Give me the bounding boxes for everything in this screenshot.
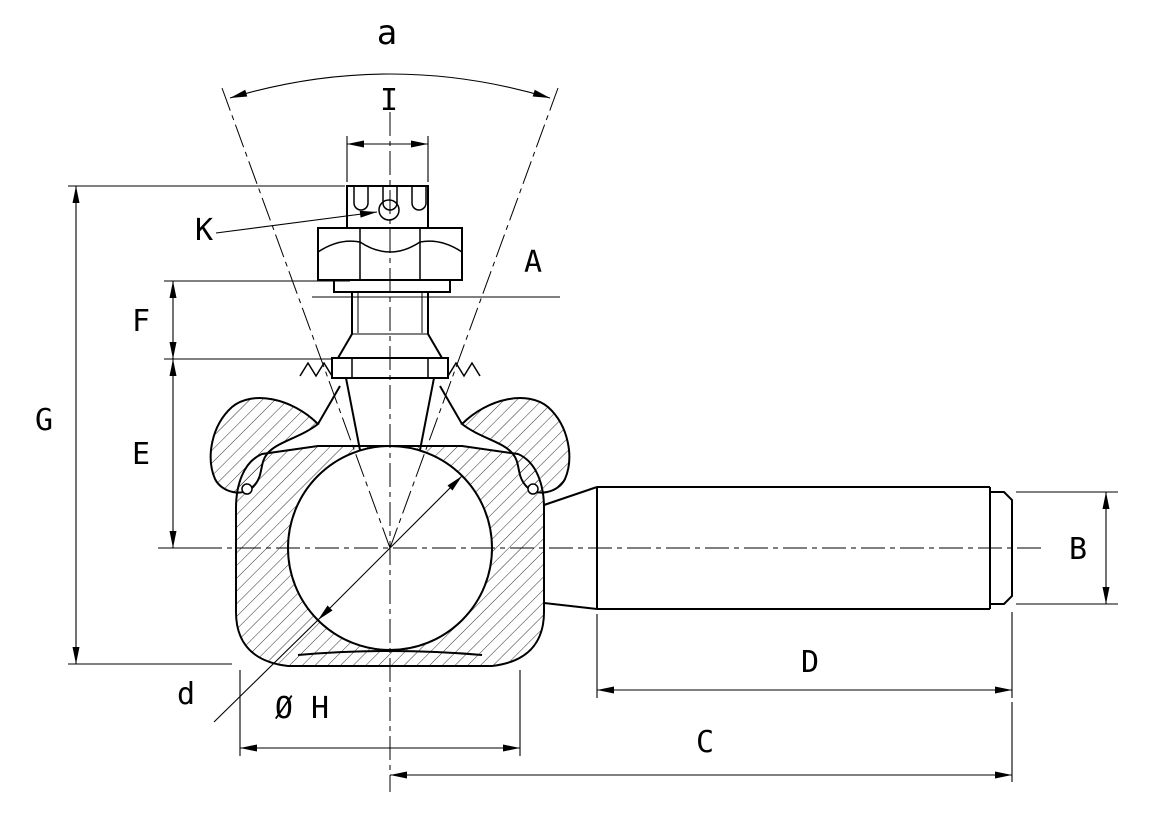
rod-threaded-tip: [990, 491, 1013, 605]
socket-taper-left: [345, 377, 361, 451]
boot-clamp-right: [439, 385, 463, 425]
snap-ring-right: [527, 483, 539, 495]
rod-neck-bottom: [543, 602, 598, 610]
dimension-lines: [68, 73, 1118, 782]
castle-slot-right: [411, 186, 427, 211]
dimension-labels: a I K A F G E B D C d Ø H: [35, 13, 1087, 760]
castle-slot-left: [353, 186, 369, 211]
cotter-pin-hole: [378, 199, 400, 221]
castle-crown-outline: [346, 185, 429, 229]
boot-lobe-right: [460, 397, 571, 494]
leader-K: [215, 210, 378, 234]
dim-label-thread-diameter: B: [1069, 532, 1087, 567]
dim-angle-a-arc: [229, 73, 551, 99]
retainer-zigzag-right: [447, 361, 481, 378]
dim-label-cone-angle: a: [377, 13, 397, 53]
dust-boot: [209, 385, 571, 495]
socket-taper-right: [419, 377, 435, 451]
dim-label-center-to-end: C: [696, 725, 714, 760]
dim-label-rod-length: D: [801, 645, 819, 680]
bottom-cap-line: [297, 650, 483, 656]
taper-left: [337, 333, 353, 359]
collar-outline: [331, 357, 449, 379]
rod-shaft: [543, 486, 1013, 610]
boot-clamp-left: [317, 385, 341, 425]
taper-right: [427, 333, 443, 359]
ball-stud-assembly: [299, 185, 481, 379]
dim-label-cotter-hole: K: [195, 213, 213, 248]
dim-label-taper-ref: A: [524, 245, 542, 280]
boot-lobe-left: [209, 397, 320, 494]
ball-diameter-arrows: [317, 475, 463, 621]
dim-label-E: E: [132, 437, 150, 472]
snap-ring-left: [241, 483, 253, 495]
cone-angle-line-left: [221, 87, 391, 549]
retainer-zigzag-left: [299, 361, 333, 378]
leader-d: [213, 619, 319, 723]
dim-label-ball-diameter: d: [177, 677, 195, 712]
cone-angle-line-right: [389, 87, 559, 549]
hex-nut-chamfer-arcs: [317, 240, 463, 253]
dim-label-stud-top-width: I: [380, 83, 398, 118]
dim-label-F: F: [132, 304, 150, 339]
dim-label-overall-height: G: [35, 403, 53, 438]
dim-label-housing-diameter: Ø H: [275, 691, 329, 726]
rod-neck-top: [543, 486, 598, 506]
